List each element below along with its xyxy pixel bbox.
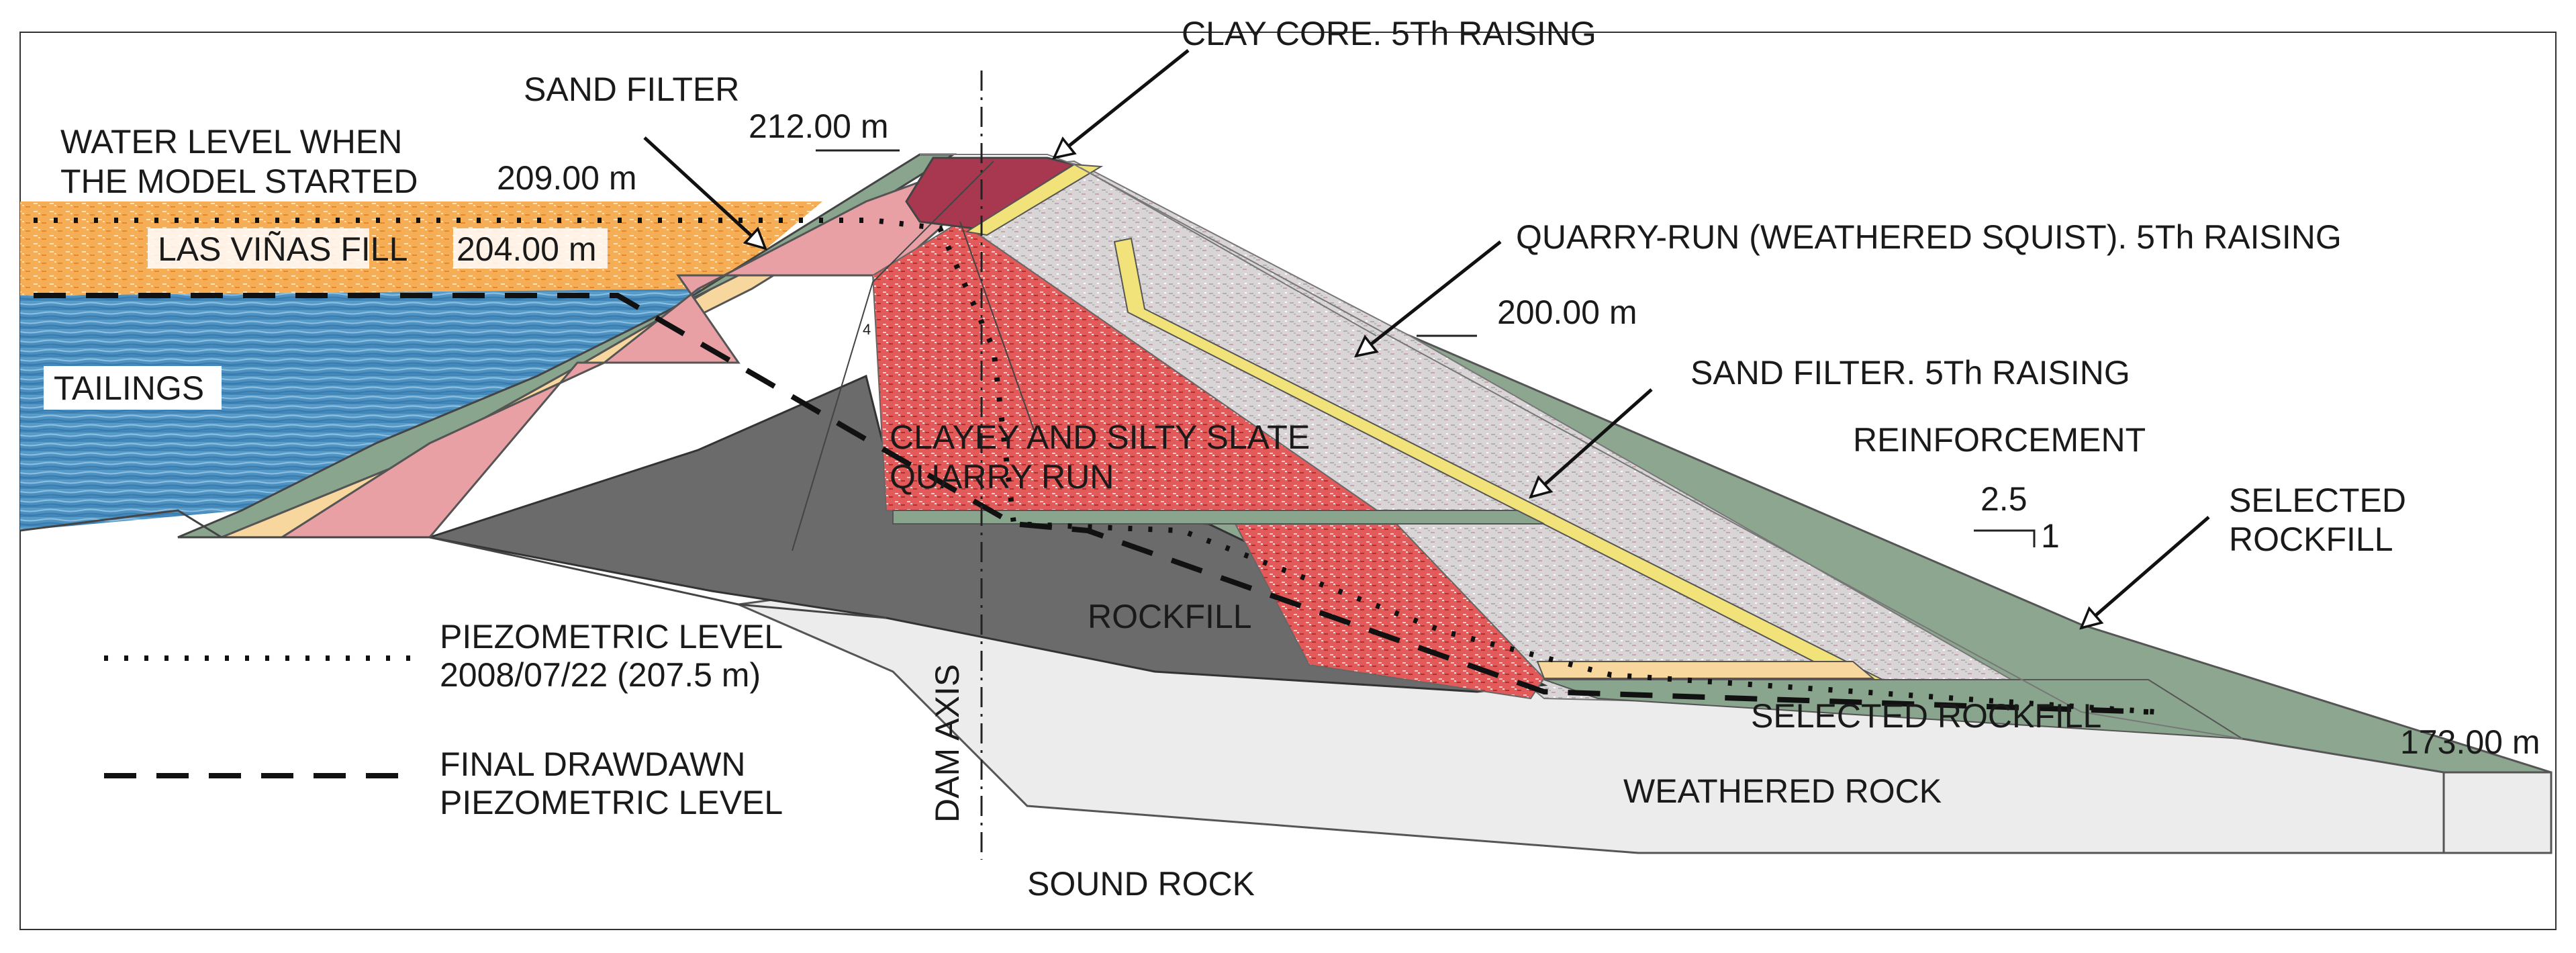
slope-indicator bbox=[1974, 529, 2036, 547]
weathered-rock-label: WEATHERED ROCK bbox=[1623, 772, 1942, 810]
legend-drawdown-line1: FINAL DRAWDAWN bbox=[440, 745, 746, 783]
water-level-label-line1: WATER LEVEL WHEN bbox=[60, 123, 402, 161]
internal-thin-line-2 bbox=[959, 221, 1035, 430]
ground-line bbox=[19, 509, 887, 619]
sound-rock-label: SOUND ROCK bbox=[1027, 865, 1255, 903]
sand-filter-label: SAND FILTER bbox=[524, 71, 739, 108]
crest-line-upper bbox=[1080, 167, 1377, 336]
elev-173-label: 173.00 m bbox=[2400, 723, 2540, 761]
internal-thin-line-1 bbox=[792, 161, 994, 551]
marker-4-label: 4 bbox=[863, 321, 871, 338]
tailings-layer bbox=[20, 289, 718, 531]
selected-rockfill-right-line1: SELECTED bbox=[2229, 482, 2406, 519]
sand-filter-5th-arrow bbox=[1531, 388, 1653, 497]
las-vinas-label-bg bbox=[148, 228, 369, 269]
slope-horizontal-label: 2.5 bbox=[1981, 480, 2028, 518]
sand-filter-5th-raising bbox=[965, 163, 1104, 236]
las-vinas-fill-label: LAS VIÑAS FILL bbox=[158, 230, 408, 268]
elev-204-label: 204.00 m bbox=[457, 230, 596, 268]
tailings-label-bg bbox=[44, 366, 222, 410]
water-level-label-line2: THE MODEL STARTED bbox=[60, 163, 418, 200]
final-drawdown-line bbox=[34, 293, 2149, 715]
selected-rockfill-right-line2: ROCKFILL bbox=[2229, 520, 2393, 558]
sand-filter-arrow bbox=[643, 136, 765, 248]
legend-piezometric-line2: 2008/07/22 (207.5 m) bbox=[440, 656, 761, 694]
legend-piezometric-line1: PIEZOMETRIC LEVEL bbox=[440, 618, 783, 655]
crest-outline bbox=[920, 154, 2243, 739]
lower-filter-strip bbox=[892, 510, 1545, 525]
quarry-run-label: QUARRY-RUN (WEATHERED SQUIST). 5Th RAISI… bbox=[1516, 218, 2342, 256]
clayey-slate-label-line2: QUARRY RUN bbox=[890, 458, 1114, 496]
clayey-slate-label-line1: CLAYEY AND SILTY SLATE bbox=[890, 418, 1310, 456]
slope-vertical-label: 1 bbox=[2041, 517, 2060, 555]
selected-rockfill-arrow bbox=[2081, 516, 2210, 628]
dam-axis-label: DAM AXIS bbox=[928, 664, 966, 823]
las-vinas-fill-layer bbox=[20, 201, 822, 296]
elev-204-label-bg bbox=[453, 228, 608, 269]
tailings-label: TAILINGS bbox=[54, 369, 204, 407]
legend-drawdown-line2: PIEZOMETRIC LEVEL bbox=[440, 784, 783, 821]
rockfill-zone bbox=[429, 374, 1548, 693]
quarry-run-arrow bbox=[1356, 240, 1502, 356]
sand-filter-5th-label: SAND FILTER. 5Th RAISING bbox=[1690, 354, 2130, 392]
reinforcement-label: REINFORCEMENT bbox=[1853, 421, 2146, 459]
elev-212-label: 212.00 m bbox=[749, 107, 888, 145]
lower-sand-strip bbox=[1536, 661, 1875, 679]
clay-core-arrow bbox=[1054, 49, 1190, 158]
elev-200-label: 200.00 m bbox=[1497, 293, 1637, 331]
rockfill-label: ROCKFILL bbox=[1088, 598, 1252, 635]
elev-209-label: 209.00 m bbox=[497, 159, 636, 197]
selected-rockfill-bottom-label: SELECTED ROCKFILL bbox=[1751, 697, 2101, 735]
clay-core-label: CLAY CORE. 5Th RAISING bbox=[1182, 15, 1596, 52]
